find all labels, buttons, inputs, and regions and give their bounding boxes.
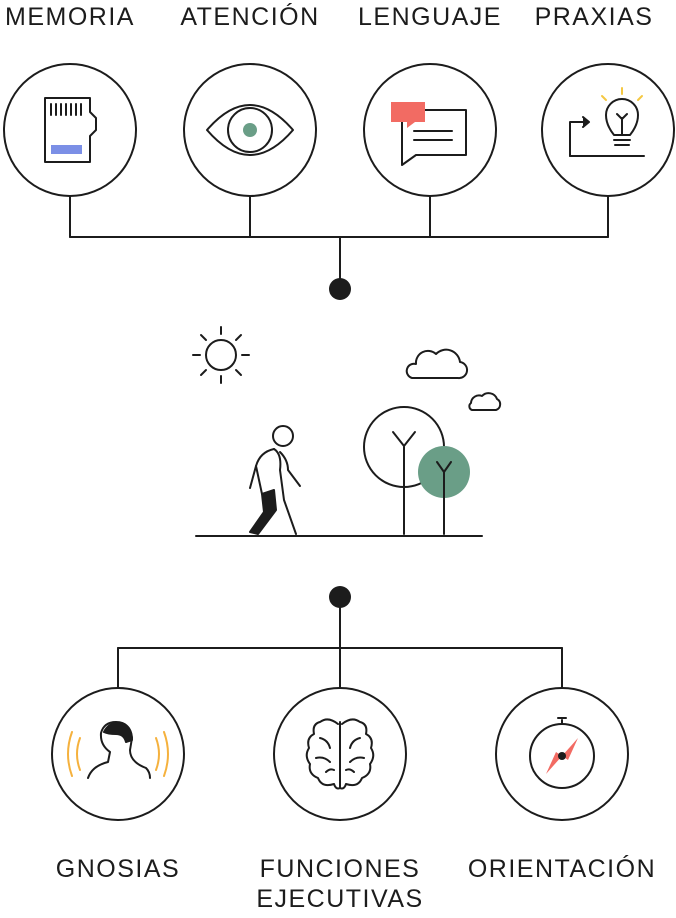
head-sound-icon [67, 721, 169, 779]
orientacion-label: ORIENTACIÓN [467, 855, 657, 883]
funciones-label: FUNCIONES [259, 855, 421, 883]
memoria-node [3, 63, 137, 197]
atencion-label: ATENCIÓN [180, 3, 320, 31]
funciones-ejecutivas-node [273, 687, 407, 821]
memory-card-icon [44, 97, 97, 163]
walking-person-icon [249, 425, 301, 535]
tree-icon [363, 406, 470, 535]
cloud-icon [405, 348, 502, 411]
scene [192, 326, 502, 537]
sun-icon [192, 326, 250, 384]
atencion-node [183, 63, 317, 197]
lenguaje-node [363, 63, 497, 197]
top-connector [69, 195, 609, 289]
top-node-dot [329, 278, 351, 300]
gnosias-label: GNOSIAS [55, 855, 181, 883]
brain-icon [305, 718, 375, 790]
speech-bubble-icon [391, 102, 467, 166]
praxias-node [541, 63, 675, 197]
eye-icon [206, 104, 294, 156]
bottom-connector [117, 596, 563, 689]
compass-icon [529, 717, 595, 789]
memoria-label: MEMORIA [5, 3, 135, 31]
gnosias-node [51, 687, 185, 821]
lightbulb-action-icon [569, 87, 645, 157]
praxias-label: PRAXIAS [534, 3, 654, 31]
orientacion-node [495, 687, 629, 821]
lenguaje-label: LENGUAJE [358, 3, 502, 31]
ejecutivas-label: EJECUTIVAS [256, 885, 424, 913]
